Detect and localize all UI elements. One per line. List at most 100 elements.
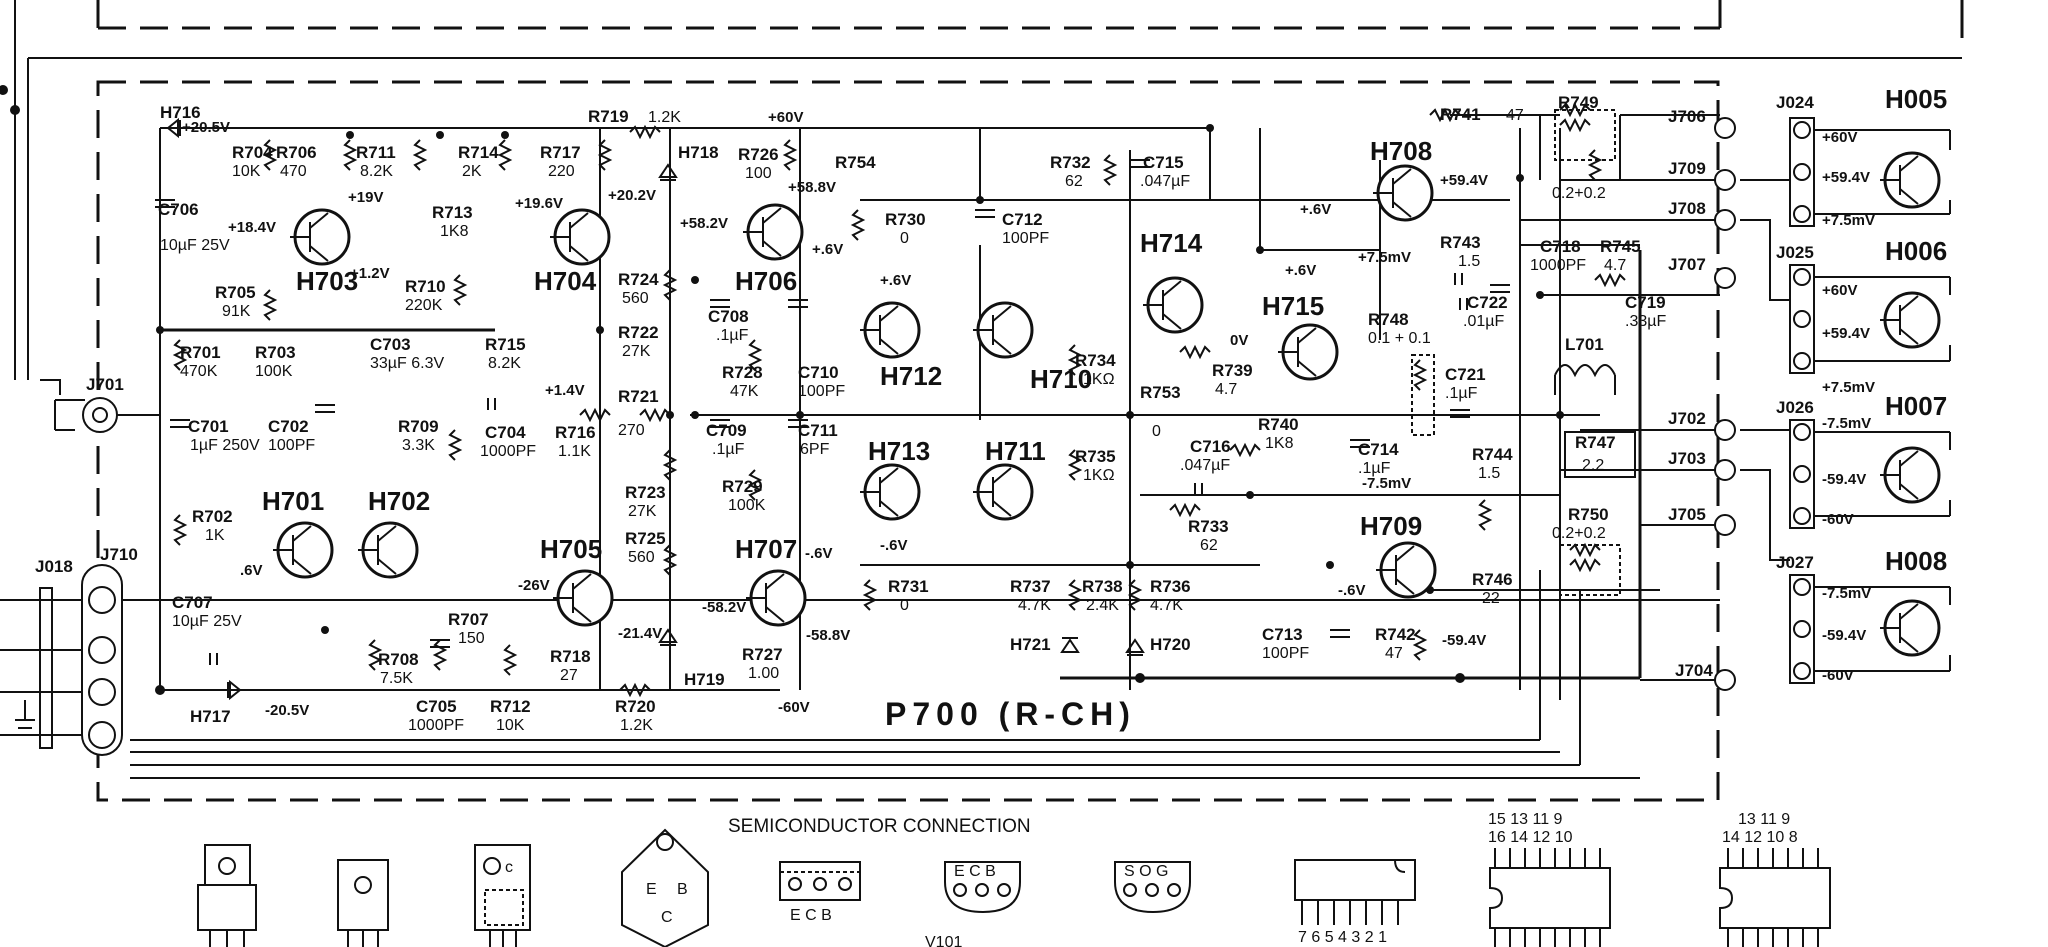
- label-r729: R729: [722, 477, 763, 496]
- val-r747: 2.2: [1582, 457, 1604, 474]
- label-c722: C722: [1467, 293, 1508, 312]
- svg-text:7 6 5 4 3 2 1: 7 6 5 4 3 2 1: [1298, 929, 1387, 946]
- val-c714: .1µF: [1358, 460, 1391, 477]
- val-c718: 1000PF: [1530, 257, 1586, 274]
- diode-symbols: [166, 117, 1145, 701]
- label-j705: J705: [1668, 505, 1706, 524]
- val-r709: 3.3K: [402, 437, 435, 454]
- top-frame: [0, 0, 1964, 380]
- val-r722: 27K: [622, 343, 651, 360]
- svg-text:14 12 10 8: 14 12 10 8: [1722, 829, 1798, 846]
- label-r739: R739: [1212, 361, 1253, 380]
- val-c709: .1µF: [712, 441, 745, 458]
- label-r754: R754: [835, 153, 876, 172]
- svg-text:+7.5mV: +7.5mV: [1822, 379, 1875, 396]
- svg-text:+60V: +60V: [1822, 129, 1857, 146]
- val-c719: .33µF: [1625, 313, 1666, 330]
- legend-title: SEMICONDUCTOR CONNECTION: [728, 816, 1031, 837]
- val-r724: 560: [622, 290, 649, 307]
- svg-text:-7.5mV: -7.5mV: [1822, 415, 1871, 432]
- label-r728: R728: [722, 363, 763, 382]
- svg-text:C: C: [661, 909, 673, 926]
- label-h705: H705: [540, 534, 602, 564]
- label-c721: C721: [1445, 365, 1486, 384]
- label-h719: H719: [684, 670, 725, 689]
- label-r723: R723: [625, 483, 666, 502]
- label-r748: R748: [1368, 310, 1409, 329]
- pkg-to220-1: [197, 844, 257, 947]
- label-h008: H008: [1885, 546, 1947, 576]
- val-r745: 4.7: [1604, 257, 1626, 274]
- val-c712: 100PF: [1002, 230, 1049, 247]
- label-c713: C713: [1262, 625, 1303, 644]
- transistor-h703: [290, 208, 351, 266]
- svg-text:-58.8V: -58.8V: [806, 627, 850, 644]
- label-r721: R721: [618, 387, 659, 406]
- val-c701: 1µF 250V: [190, 437, 260, 454]
- val-r748: 0.1 + 0.1: [1368, 330, 1431, 347]
- val-r721: 270: [618, 422, 645, 439]
- board-title: P700 (R-CH): [885, 696, 1136, 732]
- transistor-h006: [1880, 291, 1941, 349]
- pkg-to220-2: [337, 859, 389, 947]
- label-h710: H710: [1030, 364, 1092, 394]
- label-r731: R731: [888, 577, 929, 596]
- val-c702: 100PF: [268, 437, 315, 454]
- svg-text:+7.5mV: +7.5mV: [1358, 249, 1411, 266]
- label-h707: H707: [735, 534, 797, 564]
- svg-text:+58.2V: +58.2V: [680, 215, 728, 232]
- transistor-h705: [553, 569, 614, 627]
- val-r704: 10K: [232, 163, 261, 180]
- label-h708: H708: [1370, 136, 1432, 166]
- label-r740: R740: [1258, 415, 1299, 434]
- label-j026: J026: [1776, 398, 1814, 417]
- transistor-h715: [1278, 323, 1339, 381]
- label-r744: R744: [1472, 445, 1513, 464]
- val-r713: 1K8: [440, 223, 469, 240]
- misc-labels: H718 H717 H719 H721 H720 J701 J018 J710 …: [35, 93, 1814, 726]
- transistor-h709: [1376, 541, 1437, 599]
- label-j024: J024: [1776, 93, 1814, 112]
- label-c704: C704: [485, 423, 526, 442]
- val-r717: 220: [548, 163, 575, 180]
- label-r708: R708: [378, 650, 419, 669]
- transistor-h713: [860, 463, 921, 521]
- label-r710: R710: [405, 277, 446, 296]
- svg-text:+.6V: +.6V: [880, 272, 911, 289]
- transistor-h714: [1143, 276, 1204, 334]
- val-r726: 100: [745, 165, 772, 182]
- label-r730: R730: [885, 210, 926, 229]
- component-labels: H716 +20.5V R704 10K R706 470 R711 8.2K …: [158, 93, 1666, 734]
- val-r744: 1.5: [1478, 465, 1500, 482]
- resistor-pair-boxes: [1411, 109, 1636, 596]
- label-r753: R753: [1140, 383, 1181, 402]
- val-r740: 1K8: [1265, 435, 1294, 452]
- val-c704: 1000PF: [480, 443, 536, 460]
- svg-text:-59.4V: -59.4V: [1822, 471, 1866, 488]
- label-r750: R750: [1568, 505, 1609, 524]
- label-c712: C712: [1002, 210, 1043, 229]
- val-r749: 0.2+0.2: [1552, 185, 1606, 202]
- junctions: [155, 124, 1564, 695]
- semiconductor-legend: SEMICONDUCTOR CONNECTION c E B C: [197, 811, 1831, 947]
- transistor-h708: [1373, 164, 1434, 222]
- label-r722: R722: [618, 323, 659, 342]
- label-r718: R718: [550, 647, 591, 666]
- val-r702: 1K: [205, 527, 225, 544]
- val-r753: 0: [1152, 423, 1161, 440]
- transistor-h008: [1880, 599, 1941, 657]
- label-h702: H702: [368, 486, 430, 516]
- transistors: [273, 151, 1941, 657]
- transistor-h005: [1880, 151, 1941, 209]
- val-r735: 1KΩ: [1083, 467, 1115, 484]
- label-c711: C711: [798, 421, 838, 440]
- label-c718: C718: [1540, 237, 1581, 256]
- val-r728: 47K: [730, 383, 759, 400]
- label-h709: H709: [1360, 511, 1422, 541]
- val-r701: 470K: [180, 363, 218, 380]
- transistor-h701: [273, 521, 334, 579]
- pkg-sip3: E C B: [779, 861, 861, 924]
- label-c706-id: C706: [158, 200, 199, 219]
- svg-text:+1.4V: +1.4V: [545, 382, 585, 399]
